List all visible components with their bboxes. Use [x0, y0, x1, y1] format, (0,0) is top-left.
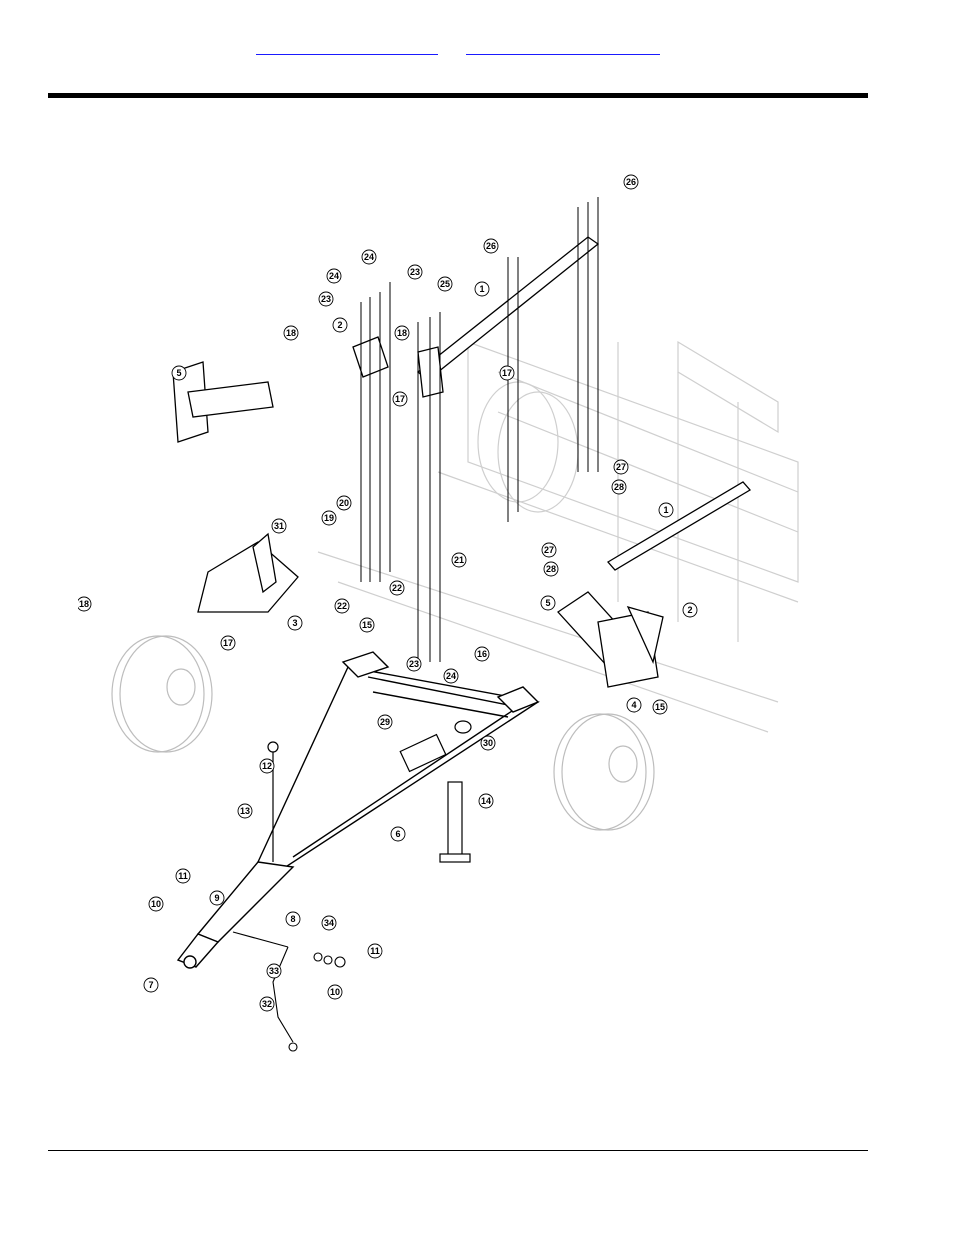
- svg-text:12: 12: [262, 761, 272, 771]
- svg-text:22: 22: [392, 583, 402, 593]
- header-link-1[interactable]: [256, 42, 438, 55]
- svg-text:5: 5: [545, 598, 550, 608]
- svg-text:33: 33: [269, 966, 279, 976]
- jack-cylinder: [267, 720, 472, 863]
- svg-text:34: 34: [324, 918, 334, 928]
- svg-text:22: 22: [337, 601, 347, 611]
- svg-text:26: 26: [626, 177, 636, 187]
- svg-text:16: 16: [477, 649, 487, 659]
- svg-text:21: 21: [454, 555, 464, 565]
- svg-text:24: 24: [446, 671, 456, 681]
- svg-text:20: 20: [339, 498, 349, 508]
- svg-text:19: 19: [324, 513, 334, 523]
- svg-text:27: 27: [616, 462, 626, 472]
- header-link-2[interactable]: [466, 42, 660, 55]
- svg-text:18: 18: [397, 328, 407, 338]
- callouts: 1 1 2 2 3 4 5 5 6 7 8 9 10 10 11 11 12 1…: [78, 174, 698, 1012]
- footer-rule: [48, 1150, 868, 1151]
- svg-text:8: 8: [290, 914, 295, 924]
- svg-text:27: 27: [544, 545, 554, 555]
- svg-text:24: 24: [364, 252, 374, 262]
- svg-text:9: 9: [214, 893, 219, 903]
- svg-text:14: 14: [481, 796, 491, 806]
- svg-text:25: 25: [440, 279, 450, 289]
- svg-text:11: 11: [178, 871, 188, 881]
- svg-text:28: 28: [546, 564, 556, 574]
- svg-text:30: 30: [483, 738, 493, 748]
- svg-text:15: 15: [362, 620, 372, 630]
- svg-text:15: 15: [655, 702, 665, 712]
- svg-text:17: 17: [502, 368, 512, 378]
- svg-text:28: 28: [614, 482, 624, 492]
- svg-text:23: 23: [321, 294, 331, 304]
- parts-diagram: 1 1 2 2 3 4 5 5 6 7 8 9 10 10 11 11 12 1…: [78, 142, 800, 1075]
- svg-text:4: 4: [631, 700, 636, 710]
- svg-text:2: 2: [687, 605, 692, 615]
- svg-text:29: 29: [380, 717, 390, 727]
- right-arm: [557, 591, 664, 688]
- pin-chain: [232, 931, 346, 1052]
- svg-text:17: 17: [223, 638, 233, 648]
- left-arm: [197, 336, 444, 613]
- svg-text:5: 5: [176, 368, 181, 378]
- hitch-frame: [176, 651, 540, 969]
- svg-text:3: 3: [292, 618, 297, 628]
- svg-text:1: 1: [479, 284, 484, 294]
- svg-text:7: 7: [148, 980, 153, 990]
- svg-text:17: 17: [395, 394, 405, 404]
- svg-text:10: 10: [330, 987, 340, 997]
- svg-text:24: 24: [329, 271, 339, 281]
- svg-text:1: 1: [663, 505, 668, 515]
- svg-text:26: 26: [486, 241, 496, 251]
- svg-text:23: 23: [410, 267, 420, 277]
- header-rule: [48, 93, 868, 98]
- svg-text:13: 13: [240, 806, 250, 816]
- svg-text:32: 32: [262, 999, 272, 1009]
- svg-text:6: 6: [395, 829, 400, 839]
- svg-text:11: 11: [370, 946, 380, 956]
- svg-text:10: 10: [151, 899, 161, 909]
- svg-text:23: 23: [409, 659, 419, 669]
- svg-text:18: 18: [286, 328, 296, 338]
- svg-text:31: 31: [274, 521, 284, 531]
- top-bars: [172, 236, 752, 571]
- bolts: [360, 197, 599, 662]
- svg-text:2: 2: [337, 320, 342, 330]
- svg-text:18: 18: [79, 599, 89, 609]
- wheels: [111, 635, 655, 831]
